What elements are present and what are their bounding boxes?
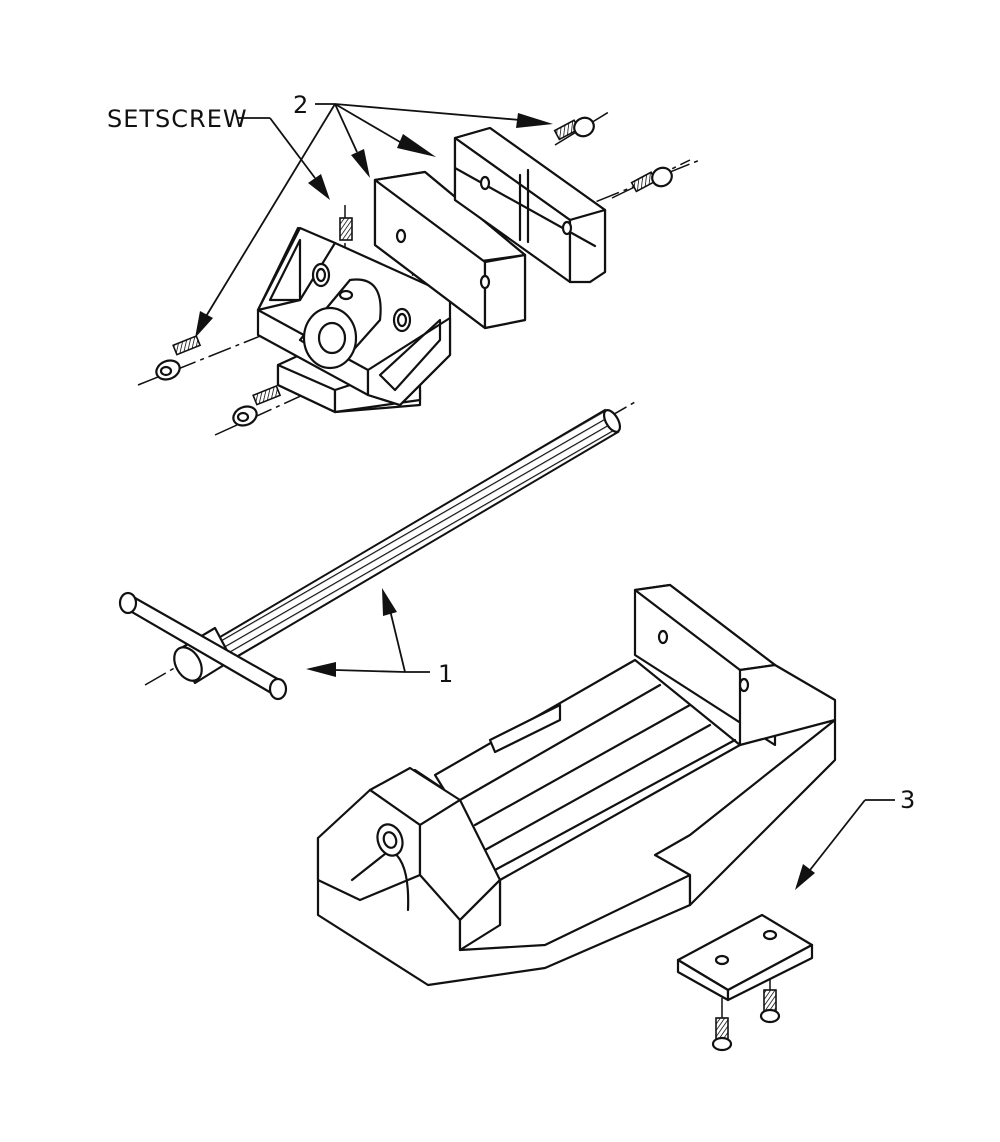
jaw-plate-middle bbox=[373, 170, 527, 330]
movable-jaw bbox=[256, 226, 452, 414]
cap-screw-right-lower bbox=[630, 166, 673, 193]
foot-plate bbox=[676, 913, 814, 1002]
vise-base bbox=[316, 583, 837, 987]
foot-screw-right bbox=[759, 989, 781, 1024]
leader-item-2 bbox=[195, 103, 553, 338]
cap-screw-left-lower bbox=[232, 384, 282, 427]
lead-screw bbox=[173, 408, 622, 685]
foot-screw-left bbox=[711, 1017, 733, 1052]
label-item-3: 3 bbox=[900, 786, 916, 814]
cap-screw-left-upper bbox=[155, 334, 202, 381]
leader-item-1 bbox=[306, 588, 430, 677]
leader-setscrew bbox=[238, 117, 330, 200]
jaw-plate-grooved bbox=[453, 126, 607, 284]
handle-bar bbox=[118, 591, 288, 701]
label-setscrew: SETSCREW bbox=[107, 105, 248, 133]
cap-screw-right-upper bbox=[553, 116, 595, 141]
leader-item-3 bbox=[795, 799, 895, 890]
label-item-2: 2 bbox=[293, 91, 309, 119]
label-item-1: 1 bbox=[438, 660, 454, 688]
setscrew bbox=[339, 217, 353, 241]
